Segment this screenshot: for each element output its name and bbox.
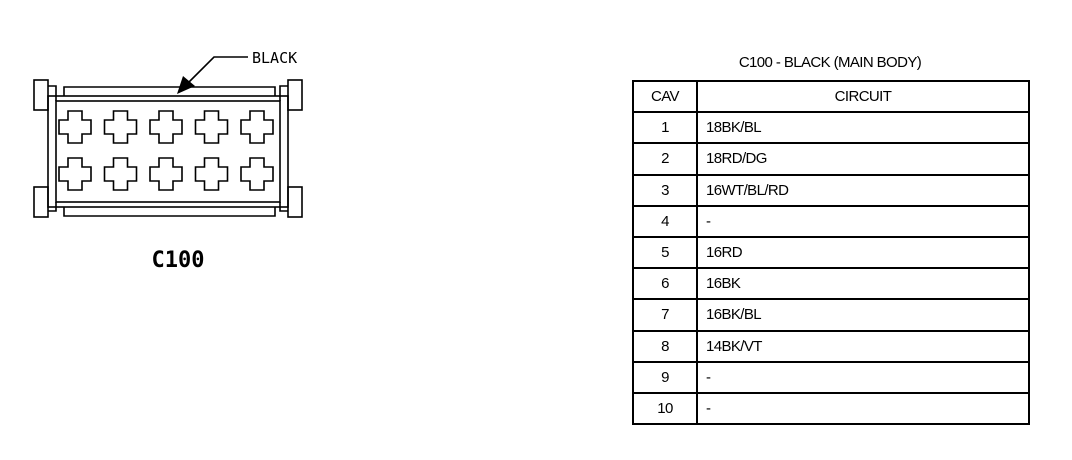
connector-diagram: BLACK C100 bbox=[33, 49, 303, 273]
cav-cell: 3 bbox=[632, 173, 698, 207]
connector-name: C100 bbox=[152, 248, 205, 273]
circuit-cell: 16BK bbox=[696, 267, 1030, 301]
cavity bbox=[58, 157, 92, 191]
cav-cell: 7 bbox=[632, 298, 698, 332]
cav-cell: 1 bbox=[632, 111, 698, 145]
connector-top-rail bbox=[63, 86, 276, 96]
connector-bottom-rail bbox=[63, 207, 276, 217]
connector-ear-top-right bbox=[287, 79, 303, 111]
circuit-cell: - bbox=[696, 360, 1030, 394]
circuit-cell: 18BK/BL bbox=[696, 111, 1030, 145]
connector-ear-bottom-left bbox=[33, 186, 49, 218]
callout-label: BLACK bbox=[252, 49, 297, 67]
callout-leader bbox=[186, 56, 248, 85]
connector-inner-frame bbox=[55, 100, 281, 203]
circuit-cell: 18RD/DG bbox=[696, 142, 1030, 176]
connector-ear-step bbox=[279, 85, 288, 101]
cav-cell: 4 bbox=[632, 204, 698, 238]
cavity bbox=[103, 157, 138, 191]
cav-cell: 9 bbox=[632, 360, 698, 394]
connector-housing bbox=[47, 95, 289, 208]
circuit-cell: - bbox=[696, 391, 1030, 426]
connector-ear-step bbox=[279, 202, 288, 212]
cav-cell: 5 bbox=[632, 235, 698, 270]
table-header-row: CAV CIRCUIT bbox=[632, 79, 1030, 114]
connector-ear-step bbox=[48, 202, 57, 212]
cav-cell: 6 bbox=[632, 267, 698, 301]
header-cav: CAV bbox=[632, 79, 698, 114]
cavity bbox=[149, 110, 183, 144]
callout-arrowhead bbox=[177, 76, 195, 94]
circuit-cell: 16WT/BL/RD bbox=[696, 173, 1030, 207]
connector-ear-top-left bbox=[33, 79, 49, 111]
cavity bbox=[149, 157, 183, 191]
table-row: 10- bbox=[632, 391, 1030, 426]
cav-cell: 8 bbox=[632, 329, 698, 363]
connector-ear-bottom-right bbox=[287, 186, 303, 218]
cavity bbox=[240, 110, 274, 144]
circuit-cell: 14BK/VT bbox=[696, 329, 1030, 363]
cavity bbox=[240, 157, 274, 191]
circuit-cell: 16RD bbox=[696, 235, 1030, 270]
header-circuit: CIRCUIT bbox=[696, 79, 1030, 114]
circuit-cell: - bbox=[696, 204, 1030, 238]
cavity bbox=[194, 110, 229, 144]
cavity bbox=[194, 157, 229, 191]
table-title: C100 - BLACK (MAIN BODY) bbox=[738, 54, 922, 71]
connector-ear-step bbox=[48, 85, 57, 101]
connector-cavities bbox=[58, 110, 274, 191]
cavity bbox=[58, 110, 92, 144]
cav-cell: 2 bbox=[632, 142, 698, 176]
cavity bbox=[103, 110, 138, 144]
table-row: 4- bbox=[632, 204, 1030, 238]
cav-cell: 10 bbox=[632, 391, 698, 426]
circuit-cell: 16BK/BL bbox=[696, 298, 1030, 332]
table-row: 9- bbox=[632, 360, 1030, 394]
